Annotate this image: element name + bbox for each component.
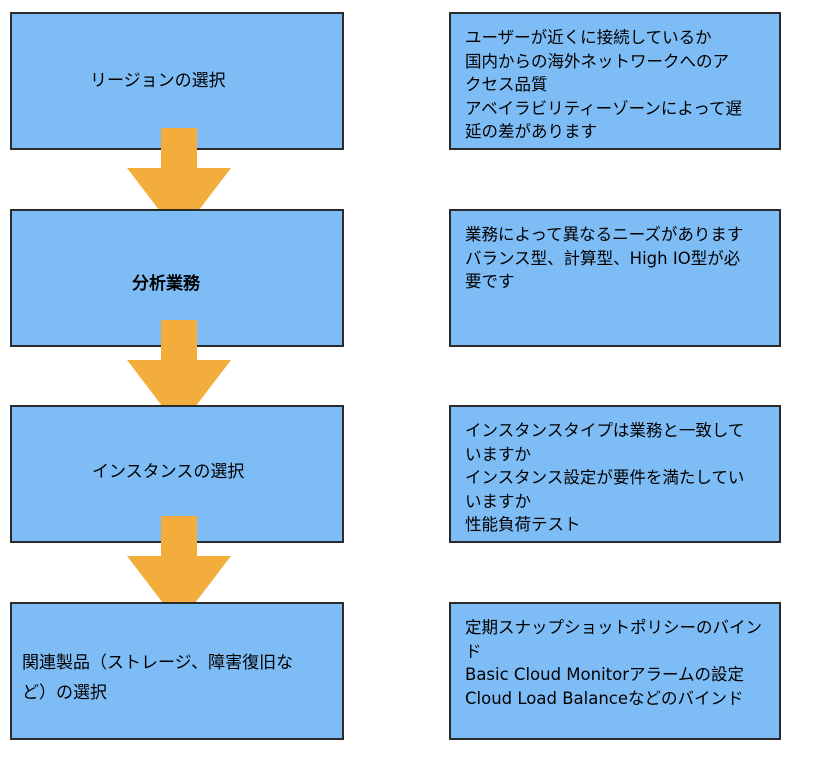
note-line: アベイラビリティーゾーンによって遅 bbox=[465, 98, 743, 118]
step-label-instance: インスタンスの選択 bbox=[92, 462, 245, 482]
note-text-analysis: 業務によって異なるニーズがあります バランス型、計算型、High IO型が必 要… bbox=[465, 223, 773, 294]
note-box-related-products: 定期スナップショットポリシーのバイン ド Basic Cloud Monitor… bbox=[449, 602, 781, 740]
note-box-analysis: 業務によって異なるニーズがあります バランス型、計算型、High IO型が必 要… bbox=[449, 209, 781, 347]
note-line: Cloud Load Balanceなどのバインド bbox=[465, 688, 744, 708]
note-line: 業務によって異なるニーズがあります bbox=[465, 225, 744, 244]
step-box-related-products: 関連製品（ストレージ、障害復旧な ど）の選択 bbox=[10, 602, 344, 740]
note-box-instance: インスタンスタイプは業務と一致して いますか インスタンス設定が要件を満たしてい… bbox=[449, 405, 781, 543]
step-label-line: 関連製品（ストレージ、障害復旧な bbox=[22, 653, 294, 673]
note-line: ド bbox=[465, 641, 482, 661]
note-line: インスタンス設定が要件を満たしてい bbox=[465, 468, 745, 487]
note-line: クセス品質 bbox=[465, 75, 548, 94]
note-line: 延の差があります bbox=[465, 122, 597, 141]
note-line: ユーザーが近くに接続しているか bbox=[465, 28, 712, 47]
note-line: 性能負荷テスト bbox=[465, 515, 581, 534]
note-line: バランス型、計算型、High IO型が必 bbox=[465, 248, 741, 268]
arrow-shape bbox=[127, 516, 231, 624]
flow-arrow-down-icon bbox=[127, 516, 231, 624]
step-label-analysis: 分析業務 bbox=[132, 274, 200, 294]
flow-arrow-down-icon bbox=[127, 128, 231, 236]
note-line: 定期スナップショットポリシーのバイン bbox=[465, 618, 762, 637]
note-line: Basic Cloud Monitorアラームの設定 bbox=[465, 665, 745, 684]
note-line: 要です bbox=[465, 272, 515, 291]
note-text-region: ユーザーが近くに接続しているか 国内からの海外ネットワークへのア クセス品質 ア… bbox=[465, 26, 773, 144]
arrow-shape bbox=[127, 320, 231, 428]
step-box-region: リージョンの選択 bbox=[10, 12, 344, 150]
step-label-line: ど）の選択 bbox=[22, 683, 107, 703]
step-label-related-products: 関連製品（ストレージ、障害復旧な ど）の選択 bbox=[22, 648, 293, 708]
note-text-related-products: 定期スナップショットポリシーのバイン ド Basic Cloud Monitor… bbox=[465, 616, 773, 710]
step-label-region: リージョンの選択 bbox=[90, 71, 226, 91]
flow-arrow-down-icon bbox=[127, 320, 231, 428]
note-line: 国内からの海外ネットワークへのア bbox=[465, 51, 729, 71]
note-box-region: ユーザーが近くに接続しているか 国内からの海外ネットワークへのア クセス品質 ア… bbox=[449, 12, 781, 150]
note-line: いますか bbox=[465, 491, 531, 511]
note-line: いますか bbox=[465, 444, 531, 464]
arrow-shape bbox=[127, 128, 231, 236]
note-line: インスタンスタイプは業務と一致して bbox=[465, 421, 745, 440]
note-text-instance: インスタンスタイプは業務と一致して いますか インスタンス設定が要件を満たしてい… bbox=[465, 419, 773, 537]
